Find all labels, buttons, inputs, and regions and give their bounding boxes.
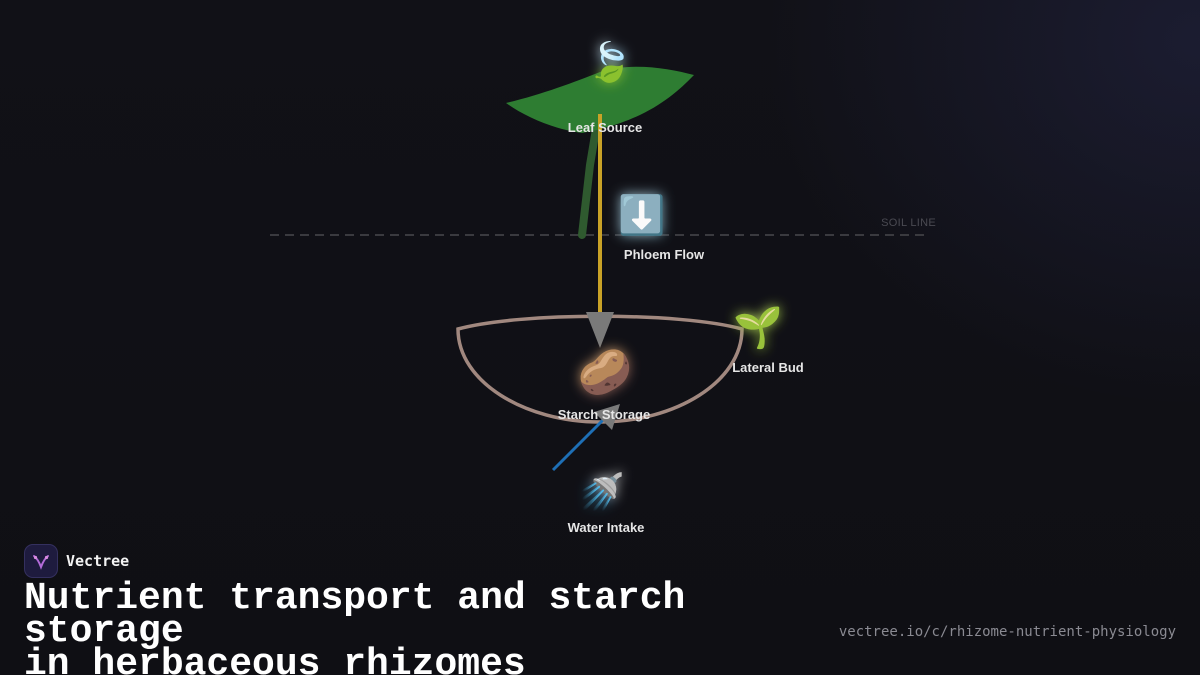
seedling-icon: 🌱	[733, 305, 783, 350]
water-intake-line	[551, 417, 606, 472]
phloem-arrowhead	[586, 312, 614, 348]
shower-icon: 🚿	[580, 471, 625, 512]
leaf-fluttering-icon: 🍃	[586, 39, 633, 84]
vectree-logo-icon	[24, 544, 58, 578]
rhizome-outline	[456, 314, 744, 424]
page-title: Nutrient transport and starch storage in…	[24, 577, 686, 675]
leaf-source-label: Leaf Source	[568, 120, 642, 135]
potato-icon: 🥔	[578, 347, 633, 397]
phloem-flow-label: Phloem Flow	[624, 247, 705, 262]
water-arrowhead	[594, 404, 620, 430]
water-intake-label: Water Intake	[568, 520, 645, 535]
soil-line-label: SOIL LINE	[881, 217, 936, 229]
brand-name: Vectree	[66, 552, 130, 570]
down-arrow-icon: ⬇️	[618, 193, 665, 237]
brand: Vectree	[24, 544, 129, 578]
source-url: vectree.io/c/rhizome-nutrient-physiology	[838, 624, 1176, 640]
leaf-blade	[506, 66, 694, 133]
starch-storage-label: Starch Storage	[558, 407, 650, 422]
lateral-bud-label: Lateral Bud	[732, 360, 804, 375]
